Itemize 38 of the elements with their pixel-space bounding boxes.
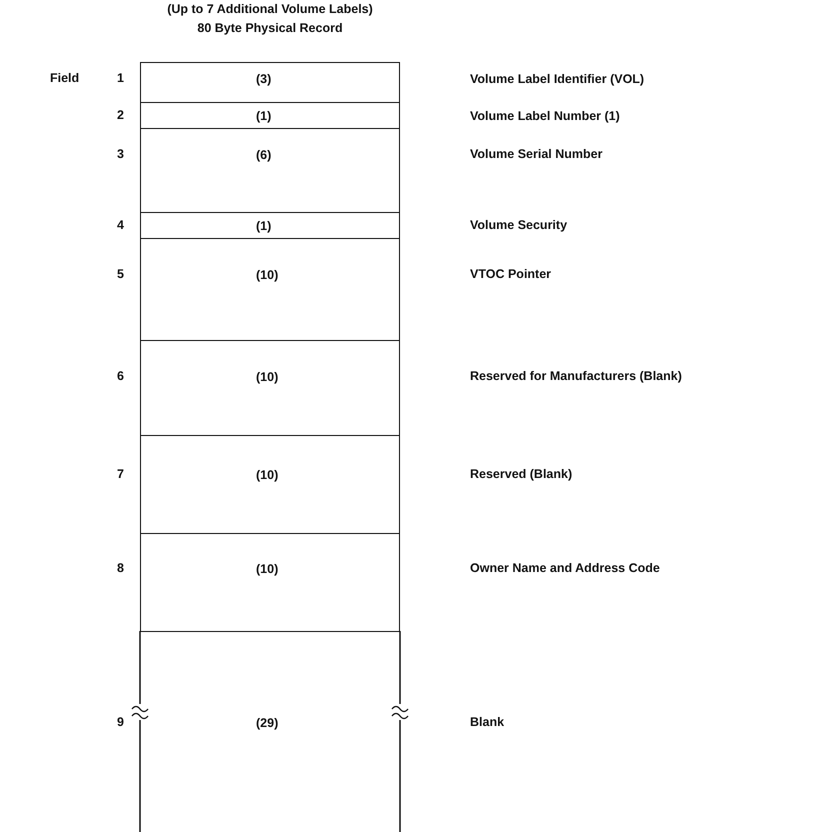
field-number: 7 bbox=[117, 468, 124, 480]
field-description: Owner Name and Address Code bbox=[470, 562, 660, 574]
field-description: Blank bbox=[470, 716, 504, 728]
field-length: (10) bbox=[256, 269, 278, 282]
field-description: VTOC Pointer bbox=[470, 268, 552, 280]
field-number: 4 bbox=[117, 219, 124, 232]
field-number: 1 bbox=[117, 72, 124, 84]
field-length: (10) bbox=[256, 469, 278, 482]
record-field-box bbox=[140, 212, 400, 239]
record-field-box bbox=[140, 62, 400, 103]
field-number: 8 bbox=[117, 562, 124, 574]
record-field-box bbox=[140, 128, 400, 213]
field-number: 3 bbox=[117, 148, 124, 160]
field-description: Reserved (Blank) bbox=[470, 468, 572, 480]
field-length: (10) bbox=[256, 563, 278, 576]
field-length: (6) bbox=[256, 149, 272, 162]
field-number: 6 bbox=[117, 370, 124, 382]
field-length: (3) bbox=[256, 73, 272, 86]
field-length: (1) bbox=[256, 110, 272, 122]
field-number: 2 bbox=[117, 109, 124, 122]
record-heading: (Up to 7 Additional Volume Labels) bbox=[167, 3, 373, 16]
field-description: Volume Label Number (1) bbox=[470, 110, 620, 122]
field-number: 5 bbox=[117, 268, 124, 280]
field-description: Reserved for Manufacturers (Blank) bbox=[470, 370, 682, 382]
record-field-box bbox=[140, 340, 400, 436]
field-length: (29) bbox=[256, 717, 278, 730]
field-length: (10) bbox=[256, 371, 278, 384]
field-description: Volume Label Identifier (VOL) bbox=[470, 73, 644, 86]
record-field-box bbox=[140, 238, 400, 341]
field-description: Volume Serial Number bbox=[470, 148, 602, 160]
column-heading: Field bbox=[50, 72, 80, 84]
record-heading: 80 Byte Physical Record bbox=[197, 22, 343, 34]
field-number: 9 bbox=[117, 716, 124, 728]
record-field-box bbox=[140, 435, 400, 534]
field-description: Volume Security bbox=[470, 219, 568, 232]
record-field-box bbox=[140, 102, 400, 129]
field-length: (1) bbox=[256, 220, 272, 232]
record-field-box bbox=[140, 533, 400, 632]
